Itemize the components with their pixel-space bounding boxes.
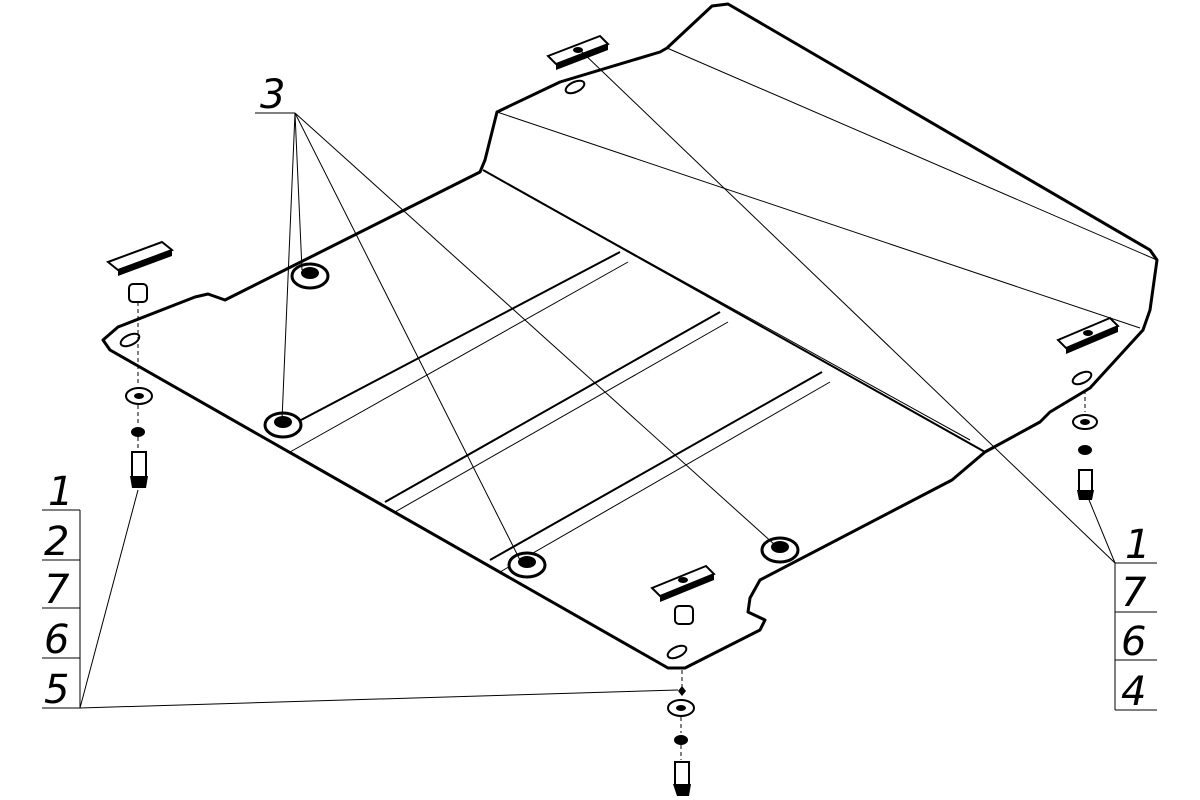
mounting-slots	[119, 79, 1093, 660]
rib-3-edge	[499, 381, 831, 573]
leader-left-to-bolt	[79, 489, 139, 709]
rib-1-edge	[289, 261, 629, 453]
callout-label: 7	[44, 567, 70, 613]
marker-bottom	[678, 686, 686, 696]
callout-label: 1	[1125, 522, 1150, 568]
raised-section-inner-edge	[496, 111, 1141, 329]
leader-3-nut-2	[281, 112, 296, 421]
callout-label: 4	[1121, 669, 1146, 715]
raised-section-top-ridge	[666, 47, 1158, 261]
bottom-edge	[289, 451, 669, 669]
hardware-stack-left	[105, 240, 175, 488]
rib-2-edge	[394, 321, 729, 513]
leader-3-nut-3	[294, 112, 521, 561]
callout-label: 5	[44, 667, 69, 713]
callout-label: 6	[1121, 619, 1146, 665]
callout-label: 6	[44, 617, 69, 663]
spacer-bottom	[674, 605, 694, 625]
mounting-slot-top	[564, 79, 586, 95]
lock-washer-right	[1078, 445, 1092, 455]
callout-label: 2	[44, 519, 69, 565]
nut-2	[263, 411, 303, 439]
hardware-stack-top	[546, 34, 610, 70]
callout-label: 1	[48, 469, 73, 515]
nut-3	[507, 551, 547, 579]
hardware-stack-bottom	[650, 564, 716, 796]
callout-label: 3	[260, 72, 285, 118]
leader-right-to-bolt	[1086, 494, 1116, 564]
leader-lines	[42, 49, 1157, 710]
leader-left-to-bottom	[79, 689, 679, 709]
leader-3-nut-4	[294, 112, 776, 546]
callout-left-group: 1 2 7 6 5	[42, 469, 80, 713]
rib-2	[384, 311, 721, 503]
bolt-bottom	[674, 761, 690, 787]
mounting-slot-left	[119, 332, 141, 348]
stiffening-ribs	[281, 251, 831, 573]
bolt-left	[131, 451, 147, 479]
rib-1	[281, 251, 621, 431]
bolt-left-head	[130, 476, 148, 488]
mounting-slot-bottom	[666, 644, 688, 660]
hardware-stack-right	[1056, 316, 1120, 500]
skid-plate-outline	[101, 2, 1159, 670]
callout-label: 7	[1121, 570, 1147, 616]
nut-1	[290, 262, 330, 290]
callout-right-group: 1 7 6 4	[1115, 522, 1157, 715]
plate-washer-left-face	[118, 250, 172, 276]
embedded-nuts	[263, 262, 800, 579]
nut-4	[760, 536, 800, 564]
lock-washer-left	[131, 427, 145, 437]
mounting-slot-right	[1071, 370, 1093, 386]
spacer-left	[128, 283, 148, 303]
leader-3-nut-1	[294, 112, 303, 271]
raised-section-fold	[499, 179, 971, 441]
rib-3	[489, 371, 823, 561]
callout-top-group: 3	[260, 72, 285, 118]
leader-right-to-top	[579, 49, 1116, 564]
skid-plate	[101, 2, 1159, 670]
lock-washer-bottom	[674, 735, 688, 745]
